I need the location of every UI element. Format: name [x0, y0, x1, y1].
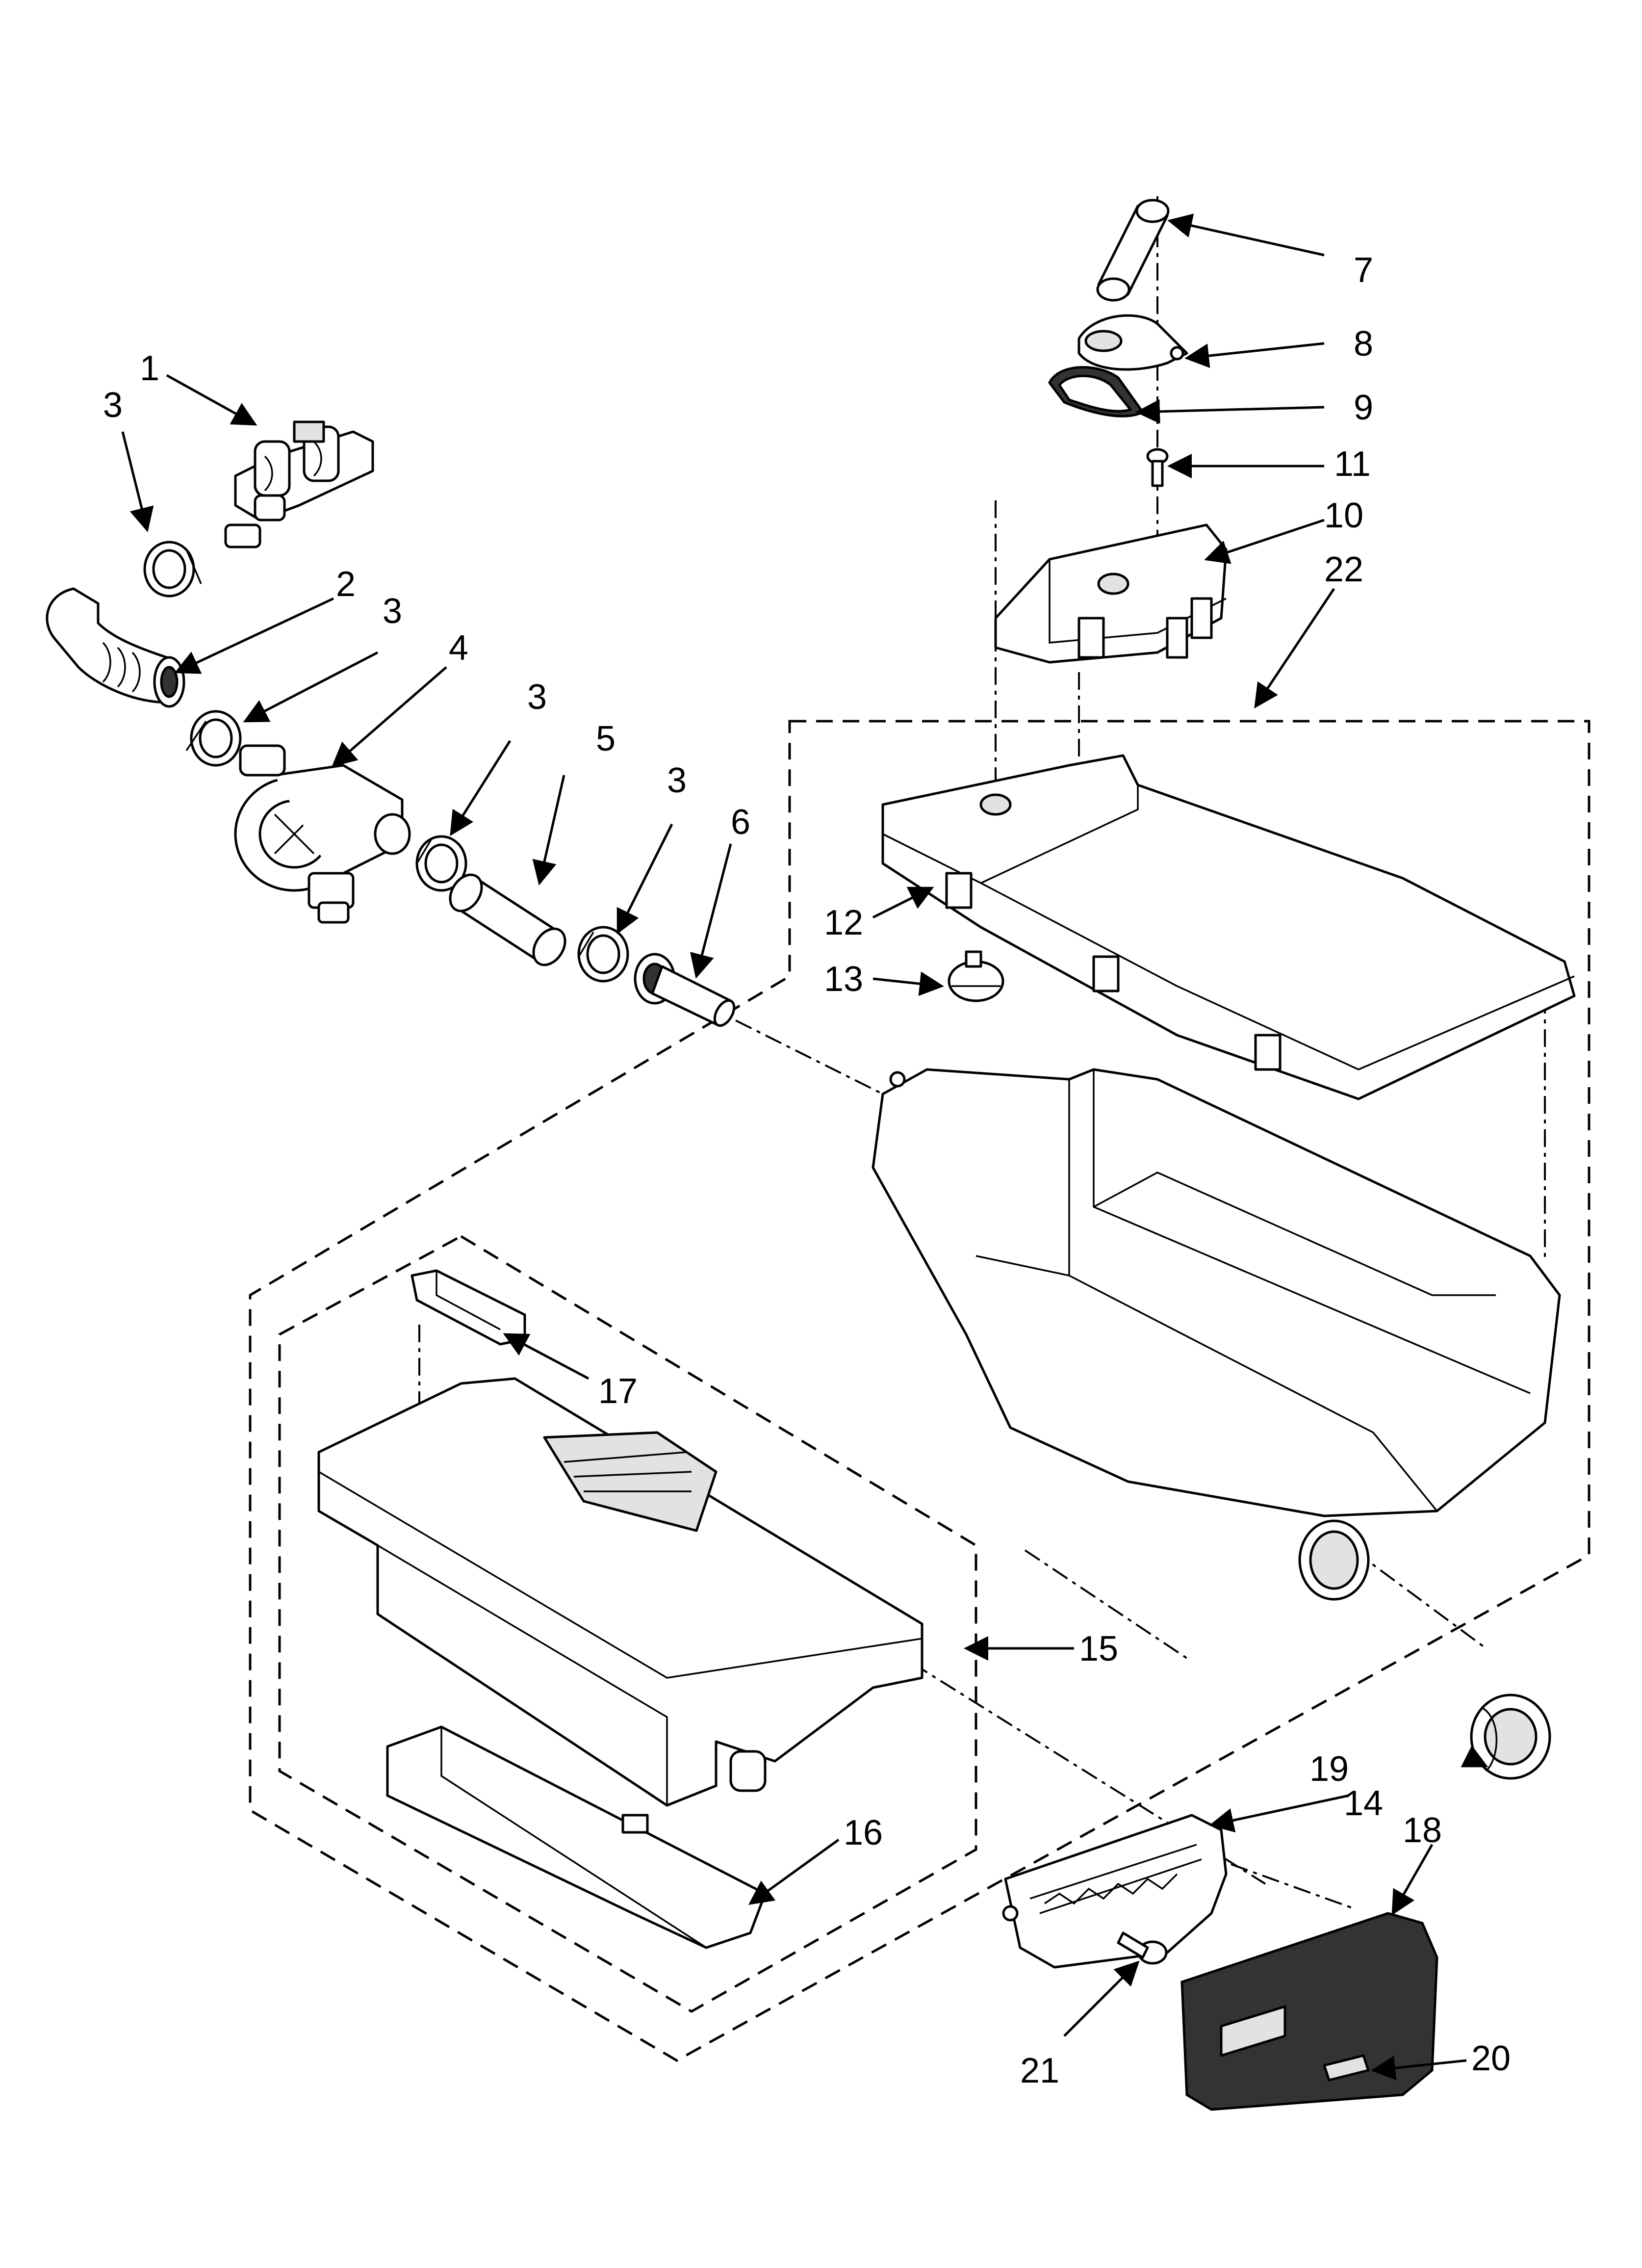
part-22-dispenser-housing	[872, 754, 1576, 1601]
callout-1: 1	[140, 349, 159, 388]
callout-22: 22	[1324, 550, 1363, 589]
callout-3c: 3	[527, 678, 547, 717]
part-13-valve-knob	[948, 950, 1004, 1002]
part-7-link-arm	[1096, 199, 1170, 302]
callout-13: 13	[824, 960, 863, 999]
callout-4: 4	[449, 628, 468, 668]
callout-21: 21	[1020, 2051, 1059, 2090]
part-17-siphon-cap	[410, 1269, 526, 1346]
part-2-fill-hose	[46, 587, 185, 708]
callout-8: 8	[1354, 324, 1373, 364]
callout-labels: 1 2 3 3 3 3 4 5 6 7 8 9 10 11 12 13 14 1…	[103, 251, 1511, 2090]
callout-19: 19	[1309, 1749, 1349, 1789]
callout-20: 20	[1471, 2039, 1511, 2078]
assembly-22-outline	[249, 720, 1591, 2062]
callout-15: 15	[1079, 1629, 1118, 1668]
callout-arrows	[121, 213, 1488, 2081]
part-21-screw	[1117, 1931, 1168, 1965]
part-9-gasket	[1048, 366, 1145, 417]
part-4-siphon-assembly	[234, 744, 411, 924]
callout-18: 18	[1403, 1811, 1442, 1850]
leader-10-to-housing	[995, 500, 1080, 805]
part-11-screw	[1146, 448, 1169, 487]
part-3-clamp-c	[415, 835, 467, 892]
callout-7: 7	[1354, 251, 1373, 290]
callout-9: 9	[1354, 388, 1373, 427]
callout-5: 5	[596, 719, 616, 758]
part-20-label	[1323, 2054, 1370, 2082]
callout-14: 14	[1344, 1784, 1383, 1823]
part-19-handle-bracket	[1002, 1814, 1228, 1969]
leader-20	[1231, 1863, 1354, 1909]
callout-3d: 3	[667, 761, 687, 800]
callout-17: 17	[598, 1372, 638, 1411]
part-3-clamp-a	[143, 541, 202, 598]
assembly-15-outline	[278, 1235, 977, 2013]
part-5-tube	[449, 873, 566, 966]
callout-2: 2	[336, 565, 356, 604]
part-10-actuator	[994, 523, 1228, 664]
callout-16: 16	[844, 1813, 883, 1852]
part-3-clamp-b	[185, 710, 242, 767]
part-6-nozzle	[634, 953, 736, 1027]
part-16-drawer-tray	[386, 1725, 767, 1949]
callout-11: 11	[1334, 444, 1371, 484]
part-8-cam-plate	[1078, 314, 1188, 371]
callout-3a: 3	[103, 386, 123, 425]
callout-10: 10	[1324, 496, 1363, 535]
part-18-handle	[1180, 1912, 1438, 2111]
part-15-dispenser-drawer	[317, 1377, 924, 1807]
leader-14	[1353, 1549, 1487, 1649]
callout-6: 6	[731, 803, 750, 842]
part-3-clamp-d	[577, 926, 629, 983]
part-14-cap	[1470, 1694, 1551, 1780]
part-1-inlet-valve	[224, 420, 374, 548]
callout-3b: 3	[383, 592, 402, 631]
callout-12: 12	[824, 903, 863, 942]
leader-6-to-housing	[735, 1019, 883, 1095]
